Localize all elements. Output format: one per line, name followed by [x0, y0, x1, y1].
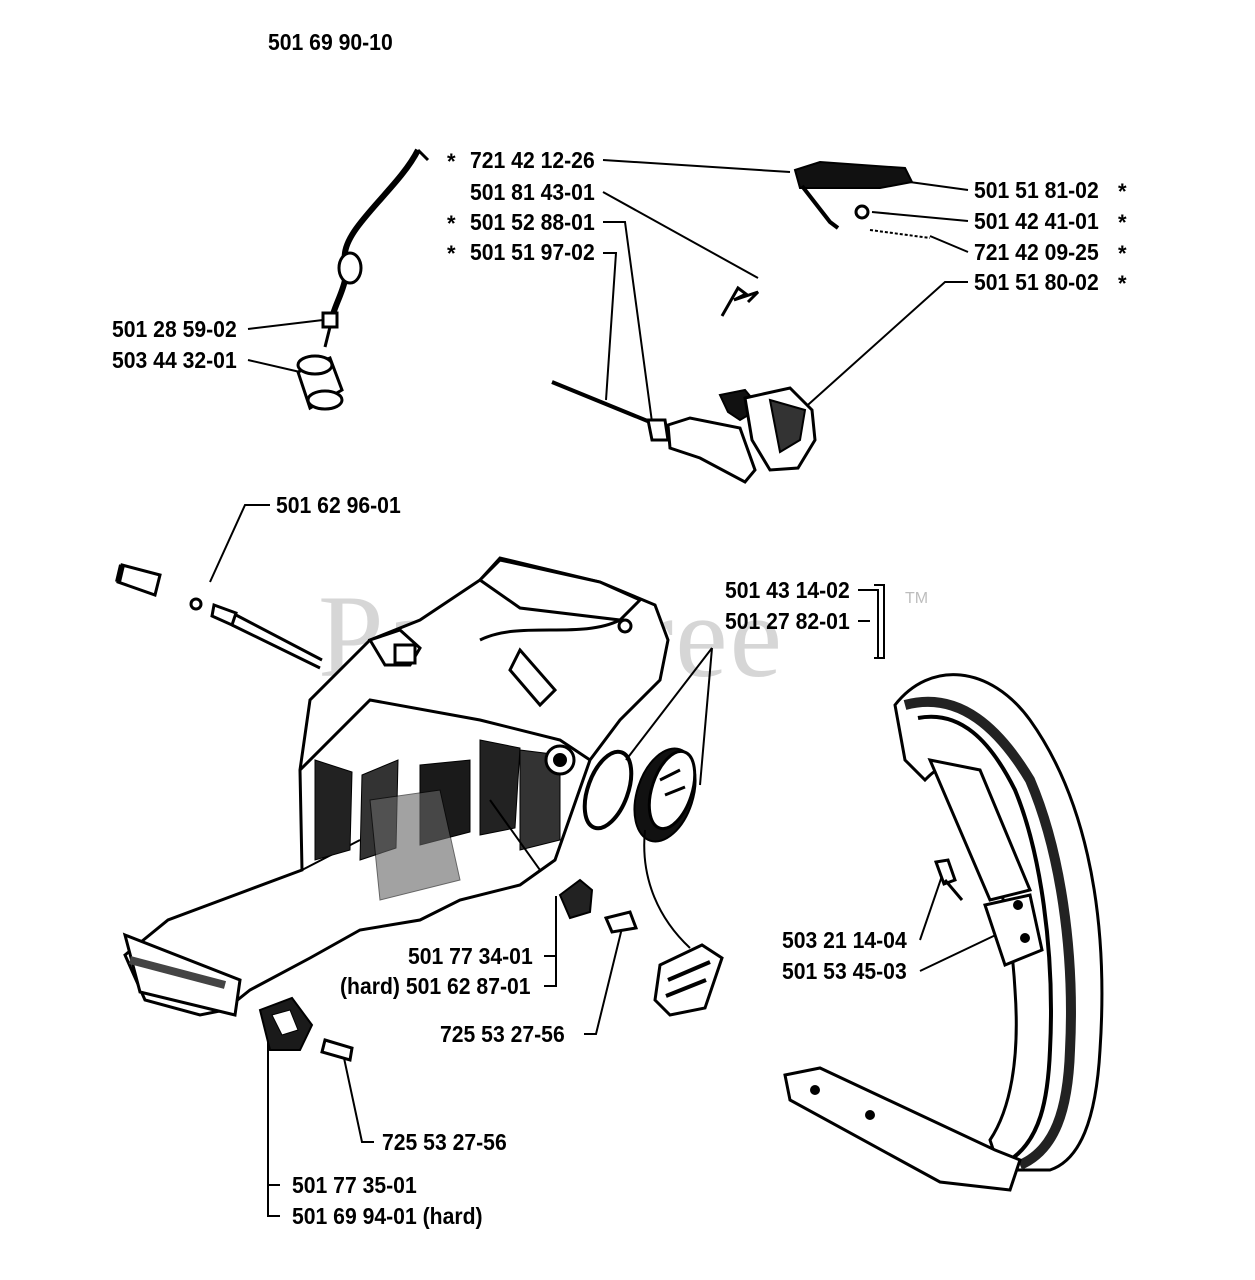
- leader-p3: [603, 221, 653, 423]
- leader-p16: [544, 896, 557, 957]
- asterisk-p1: *: [447, 149, 456, 174]
- fuel-filter: [296, 354, 344, 411]
- muffler-pin-assembly: [115, 563, 323, 670]
- leader-p14: [919, 869, 945, 941]
- part-label-501-43-14-02: 501 43 14-02: [725, 577, 850, 603]
- part-label-501-53-45-03: 501 53 45-03: [782, 958, 907, 984]
- part-label-501-52-88-01: 501 52 88-01: [470, 209, 595, 235]
- throttle-catch-assembly: [551, 380, 817, 484]
- leader-p18: [584, 927, 623, 1035]
- asterisk-p4: *: [447, 241, 456, 266]
- asterisk-p7: *: [1118, 241, 1127, 266]
- group-brackets: [874, 584, 885, 659]
- part-label-501-69-94-01-hard: 501 69 94-01 (hard): [292, 1203, 483, 1229]
- assembly-number: 501 69 90-10: [268, 29, 393, 55]
- leader-p12: [858, 589, 879, 658]
- leader-p8: [799, 281, 968, 413]
- part-label-501-51-80-02: 501 51 80-02: [974, 269, 1099, 295]
- tank-cap: [633, 747, 724, 1017]
- part-label-725-53-27-56-lower: 725 53 27-56: [382, 1129, 507, 1155]
- leader-p21: [267, 1185, 280, 1217]
- part-label-725-53-27-56-upper: 725 53 27-56: [440, 1021, 565, 1047]
- leader-lines: [209, 159, 1003, 1217]
- handle-screw: [933, 858, 964, 901]
- part-label-503-21-14-04: 503 21 14-04: [782, 927, 907, 953]
- leader-p9: [247, 319, 324, 330]
- leader-p6: [871, 211, 969, 222]
- leader-p19: [343, 1057, 374, 1143]
- asterisk-p3: *: [447, 211, 456, 236]
- part-label-501-51-97-02: 501 51 97-02: [470, 239, 595, 265]
- part-label-501-51-81-02: 501 51 81-02: [974, 177, 1099, 203]
- part-label-721-42-09-25: 721 42 09-25: [974, 239, 1099, 265]
- asterisk-p5: *: [1118, 179, 1127, 204]
- part-label-501-42-41-01: 501 42 41-01: [974, 208, 1099, 234]
- front-handle: [783, 673, 1104, 1192]
- part-label-501-77-34-01: 501 77 34-01: [408, 943, 533, 969]
- asterisk-p8: *: [1118, 271, 1127, 296]
- leader-p17: [544, 956, 557, 987]
- leader-p10: [247, 359, 301, 373]
- spring-clip: [720, 285, 760, 317]
- part-label-hard-501-62-87-01: (hard) 501 62 87-01: [340, 973, 531, 999]
- part-label-501-28-59-02: 501 28 59-02: [112, 316, 237, 342]
- av-buffer-lower: [258, 996, 354, 1062]
- tank-housing: [122, 556, 670, 1017]
- leader-p11: [209, 504, 270, 583]
- leader-p20: [267, 1030, 280, 1186]
- leader-p2: [602, 191, 759, 279]
- part-label-501-27-82-01: 501 27 82-01: [725, 608, 850, 634]
- leader-p1: [602, 159, 791, 173]
- part-label-501-62-96-01: 501 62 96-01: [276, 492, 401, 518]
- leader-p4: [603, 252, 618, 401]
- fuel-hose-assembly: [321, 148, 430, 348]
- av-buffer-upper: [558, 878, 639, 934]
- part-label-501-77-35-01: 501 77 35-01: [292, 1172, 417, 1198]
- o-ring: [582, 749, 634, 831]
- part-label-503-44-32-01: 503 44 32-01: [112, 347, 237, 373]
- watermark-trademark: TM: [905, 590, 929, 607]
- asterisk-p6: *: [1118, 210, 1127, 235]
- leader-p15: [919, 931, 1003, 972]
- leader-p7: [929, 235, 969, 253]
- part-label-501-81-43-01: 501 81 43-01: [470, 179, 595, 205]
- leader-p13c: [699, 647, 713, 786]
- throttle-lever: [793, 160, 931, 239]
- part-label-721-42-12-26: 721 42 12-26: [470, 147, 595, 173]
- leader-p13b: [625, 647, 713, 761]
